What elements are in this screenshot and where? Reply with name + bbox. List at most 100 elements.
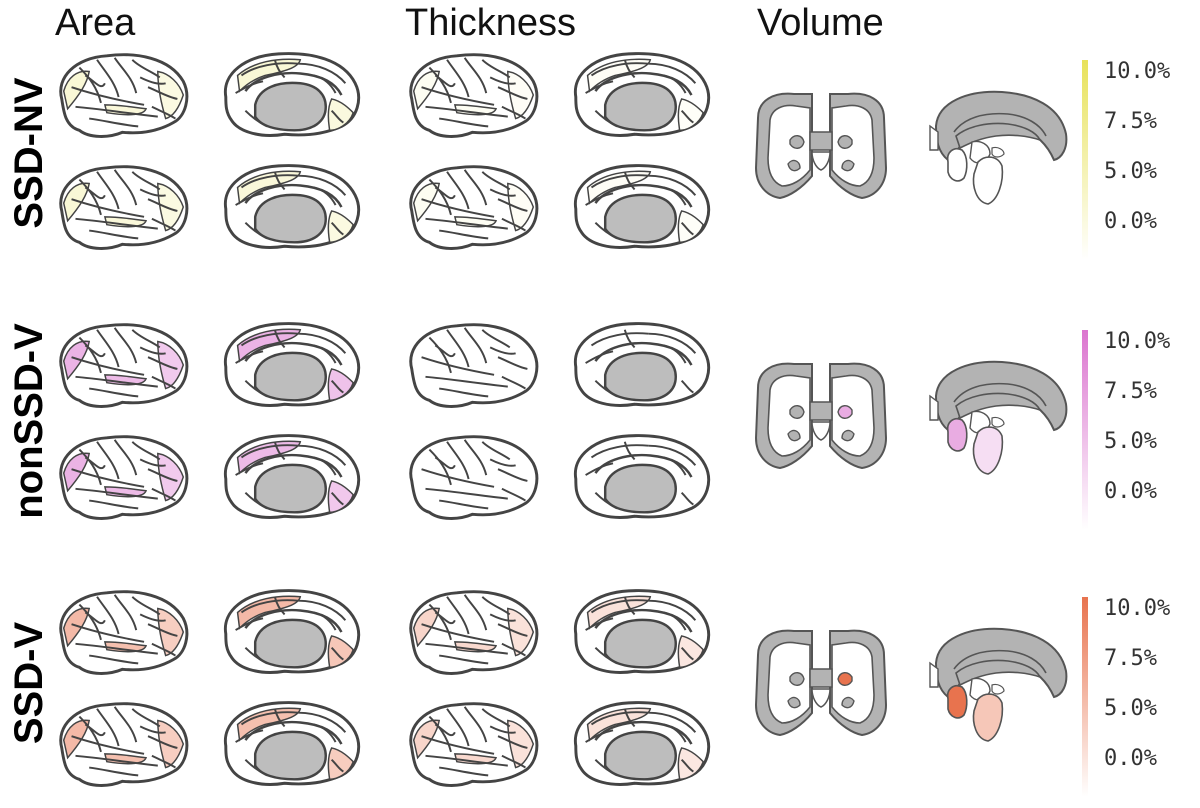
sulcus-line [481, 329, 511, 349]
sulcus-line [71, 735, 145, 755]
sulcus-line [113, 439, 138, 476]
sulcus-line [139, 613, 166, 622]
sulcus-line [75, 105, 158, 118]
area-lateral-surface [59, 702, 189, 787]
sulcus-line [84, 344, 106, 358]
sulcus-line [648, 444, 697, 466]
sulcus-line [428, 448, 452, 486]
sulcus-line [648, 174, 697, 196]
sulcus-line [680, 380, 694, 394]
sulcus-line [623, 329, 636, 349]
sulcus-line [131, 171, 161, 191]
sulcus-line [330, 110, 344, 124]
sulcus-line [147, 198, 178, 212]
sulcus-line [273, 596, 286, 616]
sulcus-line [428, 336, 452, 374]
sulcus-line [240, 711, 299, 726]
sulcus-line [680, 647, 694, 661]
sulcus-line [463, 439, 488, 476]
brainstem [972, 426, 1004, 475]
sulcus-line [428, 66, 452, 104]
sulcus-line [439, 499, 489, 510]
sulcus-line [434, 611, 456, 625]
colorbar-tick-label: 10.0% [1104, 329, 1170, 354]
sulcus-line [298, 599, 347, 621]
sulcus-line [497, 623, 528, 637]
sulcus-line [421, 468, 495, 488]
sulcus-line [96, 329, 120, 368]
sulcus-line [89, 387, 139, 398]
sulcus-line [481, 708, 511, 728]
volume-sagittal-slice [929, 627, 1068, 742]
panel-row-2: 10.0%7.5%5.0%0.0% [59, 322, 1170, 530]
sulcus-line [425, 105, 508, 118]
column-title-thickness: Thickness [405, 2, 577, 44]
sulcus-line [113, 327, 138, 364]
sulcus-line [463, 57, 488, 94]
sulcus-line [89, 117, 139, 128]
sulcus-line [481, 441, 511, 461]
colorbar-gradient [1082, 60, 1088, 260]
sulcus-line [590, 444, 649, 459]
sulcus-line [446, 708, 470, 747]
sulcus-line [463, 169, 488, 206]
column-title-volume: Volume [757, 2, 884, 44]
sulcus-line [298, 174, 347, 196]
sulcus-line [89, 654, 139, 665]
subcortical-core [603, 193, 677, 244]
sulcus-line [481, 59, 511, 79]
volume-coronal-slice [754, 629, 888, 737]
sulcus-line [96, 441, 120, 480]
sulcus-line [78, 178, 102, 216]
sulcus-line [330, 222, 344, 236]
colorbar-tick-label: 0.0% [1104, 746, 1157, 771]
subcortical-core [603, 81, 677, 132]
sulcus-line [151, 642, 176, 657]
sulcus-line [71, 198, 145, 218]
sulcus-line [489, 346, 516, 355]
colorbar-tick-label: 7.5% [1104, 109, 1157, 134]
sulcus-line [501, 217, 526, 232]
sulcus-line [425, 217, 508, 230]
colorbar-tick-label: 5.0% [1104, 429, 1157, 454]
colorbar: 10.0%7.5%5.0%0.0% [1082, 329, 1170, 530]
sulcus-line [273, 171, 286, 191]
sulcus-line [425, 642, 508, 655]
sulcus-line [96, 596, 120, 635]
sulcus-line [501, 105, 526, 120]
sulcus-line [439, 387, 489, 398]
sulcus-line [590, 62, 649, 77]
sulcus-line [421, 735, 495, 755]
area-lateral-surface [59, 323, 189, 408]
sulcus-line [481, 171, 511, 191]
sulcus-line [71, 356, 145, 376]
sulcus-line [648, 62, 697, 84]
sulcus-line [131, 441, 161, 461]
cerebellum [946, 147, 968, 182]
sulcus-line [489, 188, 516, 197]
sulcus-line [89, 499, 139, 510]
sulcus-line [113, 706, 138, 743]
colorbar-tick-label: 0.0% [1104, 209, 1157, 234]
sulcus-line [623, 59, 636, 79]
colorbar-tick-label: 5.0% [1104, 696, 1157, 721]
sulcus-line [434, 723, 456, 737]
sulcus-line [648, 332, 697, 354]
sulcus-line [298, 444, 347, 466]
sulcus-line [71, 468, 145, 488]
sulcus-line [497, 356, 528, 370]
area-lateral-surface [59, 590, 189, 675]
sulcus-line [273, 329, 286, 349]
subcortical-core [253, 81, 327, 132]
thickness-medial-surface [573, 434, 710, 519]
sulcus-line [623, 441, 636, 461]
sulcus-line [147, 735, 178, 749]
sulcus-line [96, 59, 120, 98]
sulcus-line [151, 754, 176, 769]
sulcus-line [75, 217, 158, 230]
sulcus-line [497, 198, 528, 212]
area-medial-surface [223, 589, 360, 674]
sulcus-line [481, 596, 511, 616]
subcortical-core [603, 463, 677, 514]
